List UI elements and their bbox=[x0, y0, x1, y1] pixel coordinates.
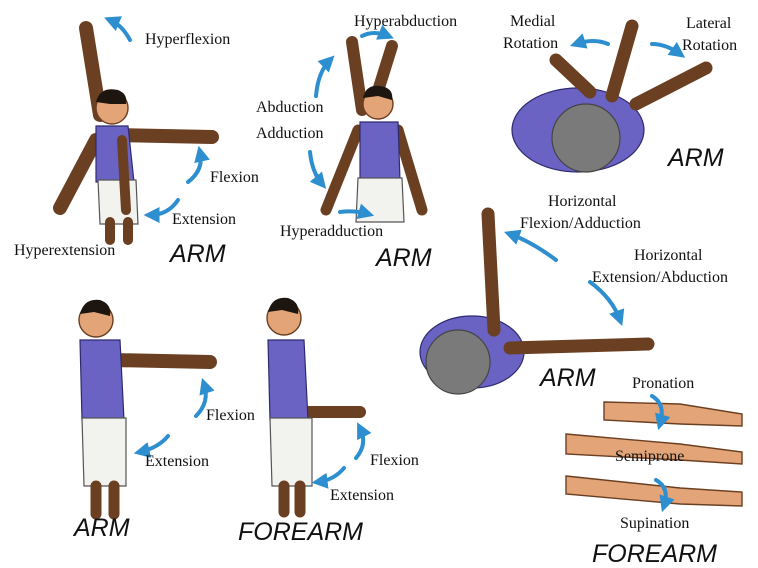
hyperflexion-label: Hyperflexion bbox=[145, 31, 230, 48]
adduction-arrow bbox=[310, 152, 322, 184]
caption-arm-1: ARM bbox=[168, 240, 226, 268]
hyperadduction-arrow bbox=[340, 211, 368, 214]
lateral-rotation-label-2: Rotation bbox=[682, 37, 737, 54]
extension-arrow-2 bbox=[140, 436, 168, 452]
caption-forearm-2: FOREARM bbox=[592, 540, 717, 568]
figure-forearm-flexion bbox=[267, 298, 360, 512]
caption-arm-5: ARM bbox=[72, 514, 130, 542]
semiprone-label: Semiprone bbox=[615, 448, 684, 465]
horizontal-extension-label-2: Extension/Abduction bbox=[592, 269, 728, 286]
hyperadduction-label: Hyperadduction bbox=[280, 223, 383, 240]
horizontal-flexion-label-2: Flexion/Adduction bbox=[520, 215, 641, 232]
hyperflexion-arrow bbox=[110, 20, 130, 40]
abduction-arrow bbox=[316, 60, 330, 96]
forearm-flexion-label: Flexion bbox=[370, 452, 419, 469]
horizontal-extension-label-1: Horizontal bbox=[634, 247, 703, 264]
caption-arm-4: ARM bbox=[538, 364, 596, 392]
supination-label: Supination bbox=[620, 515, 689, 532]
flexion-label: Flexion bbox=[210, 169, 259, 186]
medial-rotation-arrow bbox=[576, 41, 608, 44]
extension-label-2: Extension bbox=[145, 453, 209, 470]
figure-arm-flexion-extension bbox=[60, 28, 212, 240]
horizontal-flexion-label-1: Horizontal bbox=[548, 193, 617, 210]
horizontal-extension-arrow bbox=[590, 282, 620, 320]
hyperabduction-arrow bbox=[362, 33, 388, 36]
figure-arm-flexion-2 bbox=[79, 300, 210, 514]
flexion-arrow-2 bbox=[196, 384, 206, 416]
abduction-label: Abduction bbox=[256, 99, 324, 116]
caption-arm-3: ARM bbox=[666, 144, 724, 172]
caption-forearm-1: FOREARM bbox=[238, 518, 363, 546]
hyperextension-label: Hyperextension bbox=[14, 242, 115, 259]
hyperabduction-label: Hyperabduction bbox=[354, 13, 457, 30]
forearm-flexion-arrow bbox=[356, 428, 363, 458]
lateral-rotation-label-1: Lateral bbox=[686, 15, 732, 32]
medial-rotation-label-2: Rotation bbox=[503, 35, 558, 52]
caption-arm-2: ARM bbox=[374, 244, 432, 272]
flexion-arrow bbox=[188, 152, 201, 182]
extension-label: Extension bbox=[172, 211, 236, 228]
forearm-extension-label: Extension bbox=[330, 487, 394, 504]
horizontal-flexion-arrow bbox=[510, 234, 556, 260]
pronation-label: Pronation bbox=[632, 375, 694, 392]
figure-arm-abduction-adduction bbox=[326, 42, 422, 222]
medial-rotation-label-1: Medial bbox=[510, 13, 556, 30]
forearm-extension-arrow bbox=[318, 468, 344, 482]
adduction-label: Adduction bbox=[256, 125, 324, 142]
flexion-label-2: Flexion bbox=[206, 407, 255, 424]
lateral-rotation-arrow bbox=[652, 44, 680, 54]
